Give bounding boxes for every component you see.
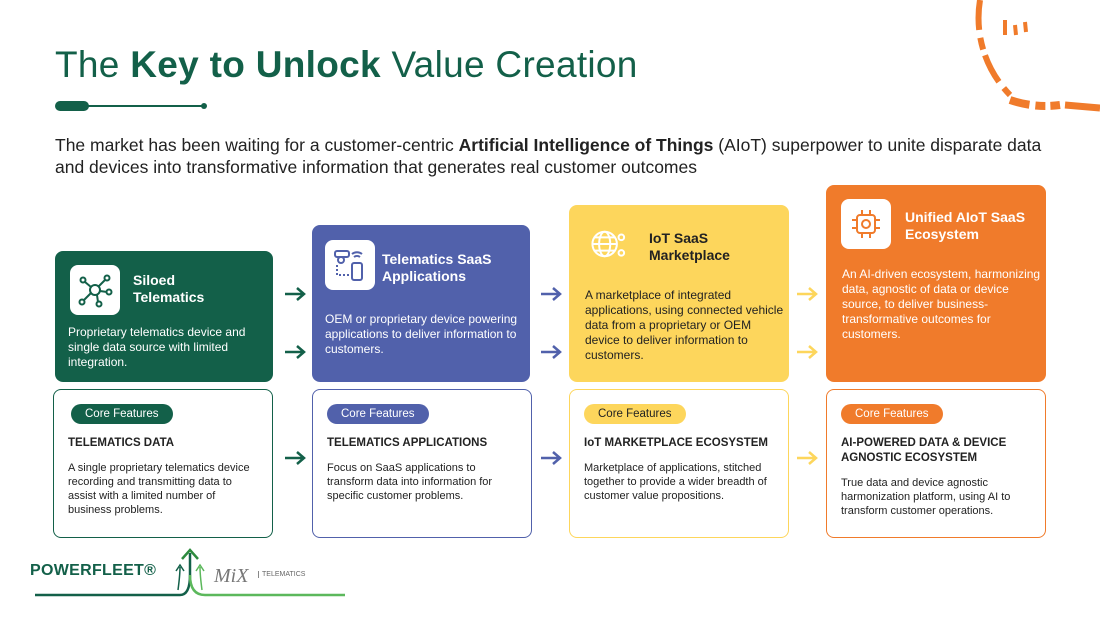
feature-box-aiot: Core Features AI-POWERED DATA & DEVICE A… xyxy=(826,389,1046,538)
feature-desc: Focus on SaaS applications to transform … xyxy=(327,462,493,502)
feature-desc: True data and device agnostic harmonizat… xyxy=(841,477,1011,517)
stage-card-aiot: Unified AIoT SaaS Ecosystem An AI-driven… xyxy=(826,185,1046,382)
mix-logo: MiX xyxy=(214,565,249,587)
stage-card-saas: Telematics SaaS Applications OEM or prop… xyxy=(312,225,530,382)
feature-title: TELEMATICS DATA xyxy=(68,437,175,449)
feature-title: IoT MARKETPLACE ECOSYSTEM xyxy=(584,437,769,449)
ai-chip-icon xyxy=(841,199,891,249)
decorative-arcs xyxy=(975,0,1100,112)
title-underline xyxy=(55,101,207,111)
flow-arrow-icon xyxy=(796,345,818,359)
feature-desc: Marketplace of applications, stitched to… xyxy=(584,462,767,502)
stage-card-siloed: Siloed Telematics Proprietary telematics… xyxy=(55,251,273,382)
core-features-badge: Core Features xyxy=(841,404,943,424)
feature-box-saas: Core Features TELEMATICS APPLICATIONS Fo… xyxy=(312,389,532,538)
stage-desc: An AI-driven ecosystem, harmonizing data… xyxy=(842,267,1041,341)
subtitle: The market has been waiting for a custom… xyxy=(55,135,1042,177)
flow-arrow-icon xyxy=(540,287,562,301)
growth-arrows-icon xyxy=(35,548,345,597)
telematics-logo-text: TELEMATICS xyxy=(258,571,305,578)
powerfleet-logo: POWERFLEET® xyxy=(30,562,157,579)
stage-title: Telematics SaaS Applications xyxy=(382,251,492,284)
core-features-badge: Core Features xyxy=(327,404,429,424)
stage-title: IoT SaaS Marketplace xyxy=(649,230,730,263)
stage-title: Siloed Telematics xyxy=(133,272,205,305)
stage-desc: Proprietary telematics device and single… xyxy=(68,325,246,369)
feature-box-marketplace: Core Features IoT MARKETPLACE ECOSYSTEM … xyxy=(569,389,789,538)
network-hub-icon xyxy=(70,265,120,315)
flow-arrow-icon xyxy=(284,451,306,465)
flow-arrow-icon xyxy=(284,345,306,359)
stage-desc: OEM or proprietary device powering appli… xyxy=(325,312,518,356)
flow-arrow-icon xyxy=(284,287,306,301)
core-features-badge: Core Features xyxy=(584,404,686,424)
page-title: The Key to Unlock Value Creation xyxy=(55,44,638,85)
feature-title: TELEMATICS APPLICATIONS xyxy=(327,437,488,449)
stage-desc: A marketplace of integrated applications… xyxy=(585,288,784,362)
camera-phone-icon xyxy=(325,240,375,290)
stage-card-marketplace: IoT SaaS Marketplace A marketplace of in… xyxy=(569,205,789,382)
feature-title: AI-POWERED DATA & DEVICE AGNOSTIC ECOSYS… xyxy=(841,437,1007,464)
feature-desc: A single proprietary telematics device r… xyxy=(68,462,250,516)
feature-box-siloed: Core Features TELEMATICS DATA A single p… xyxy=(53,389,273,538)
globe-network-icon xyxy=(583,219,633,269)
flow-arrow-icon xyxy=(540,451,562,465)
flow-arrow-icon xyxy=(796,287,818,301)
flow-arrow-icon xyxy=(796,451,818,465)
flow-arrow-icon xyxy=(540,345,562,359)
stage-title: Unified AIoT SaaS Ecosystem xyxy=(905,209,1026,242)
core-features-badge: Core Features xyxy=(71,404,173,424)
